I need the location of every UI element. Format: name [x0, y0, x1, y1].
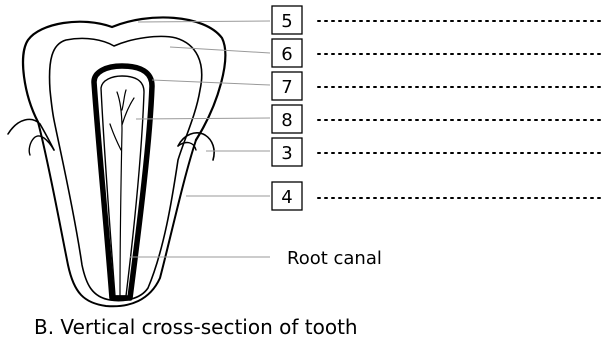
label-8-group: 8: [272, 105, 302, 133]
gum-left: [8, 119, 54, 150]
label-5-text: 5: [281, 11, 292, 32]
label-7-group: 7: [272, 72, 302, 100]
figure-caption: B. Vertical cross-section of tooth: [34, 315, 358, 339]
label-6-text: 6: [281, 44, 292, 65]
leader-6: [170, 47, 270, 53]
answer-lines: [318, 21, 604, 198]
label-4-text: 4: [281, 187, 292, 208]
root-canal-label: Root canal: [287, 248, 382, 269]
label-6-group: 6: [272, 39, 302, 67]
root-outline: [38, 122, 196, 306]
pulp-nerve-branch-2: [110, 124, 121, 150]
leader-8: [136, 118, 270, 119]
pulp-nerve: [117, 92, 122, 296]
leader-7: [152, 80, 270, 85]
tooth-drawing: [8, 17, 225, 306]
pulp-nerve-branch-3: [122, 90, 126, 110]
label-5-group: 5: [272, 6, 302, 34]
enamel-outline: [23, 17, 225, 140]
label-8-text: 8: [281, 110, 292, 131]
leader-5: [138, 21, 270, 22]
label-4-group: 4: [272, 182, 302, 210]
label-3-group: 3: [272, 138, 302, 166]
label-7-text: 7: [281, 77, 292, 98]
label-3-text: 3: [281, 143, 292, 164]
